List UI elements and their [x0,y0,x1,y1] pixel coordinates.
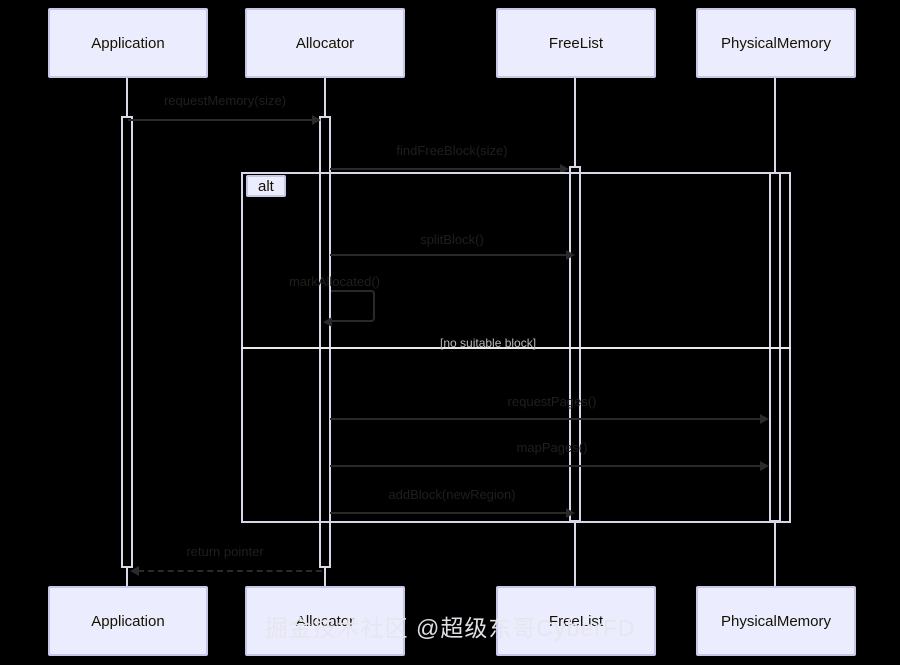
activation-bar-application [121,116,133,568]
message-arrowhead-m3 [566,250,575,260]
message-line-m8 [138,570,322,572]
participant-label: FreeList [548,34,604,52]
message-label-m1: requestMemory(size) [163,93,287,108]
message-arrowhead-m4 [323,317,332,327]
message-arrowhead-m7 [566,508,575,518]
participant-box-allocator-bottom[interactable]: Allocator [245,586,405,656]
participant-box-application-top[interactable]: Application [48,8,208,78]
message-label-m2: findFreeBlock(size) [396,143,508,158]
alt-fragment-else-divider [241,347,791,349]
activation-bar-allocator [319,116,331,568]
participant-box-physicalmemory-bottom[interactable]: PhysicalMemory [696,586,856,656]
message-label-m3: splitBlock() [420,232,484,247]
participant-label: Application [91,612,165,630]
participant-box-physicalmemory-top[interactable]: PhysicalMemory [696,8,856,78]
message-label-m4: markAllocated() [288,274,380,289]
message-label-m5: requestPages() [507,394,597,409]
participant-label: Application [91,34,165,52]
message-line-m2 [330,168,562,170]
message-line-m1 [128,119,314,121]
participant-box-application-bottom[interactable]: Application [48,586,208,656]
alt-fragment-tab: alt [246,175,286,197]
participant-box-freelist-bottom[interactable]: FreeList [496,586,656,656]
participant-box-freelist-top[interactable]: FreeList [496,8,656,78]
message-line-m5 [330,418,762,420]
message-line-m3 [330,254,568,256]
participant-label: PhysicalMemory [720,612,832,630]
participant-label: Allocator [295,34,355,52]
message-label-m6: mapPages() [516,440,588,455]
message-arrowhead-m6 [760,461,769,471]
participant-label: Allocator [295,612,355,630]
participant-box-allocator-top[interactable]: Allocator [245,8,405,78]
watermark-text: 掘金技术社区 @超级东哥CyberFD [264,615,636,641]
message-label-m7: addBlock(newRegion) [388,487,516,502]
alt-fragment-tab-label: alt [258,177,274,195]
message-arrowhead-m1 [312,115,321,125]
message-arrowhead-m8 [130,566,139,576]
message-arrowhead-m5 [760,414,769,424]
message-self-loop-m4 [331,290,375,322]
message-line-m7 [330,512,568,514]
participant-label: FreeList [548,612,604,630]
participant-label: PhysicalMemory [720,34,832,52]
message-arrowhead-m2 [560,164,569,174]
message-line-m6 [330,465,762,467]
message-label-m8: return pointer [186,544,264,559]
alt-fragment-else-label: [no suitable block] [440,336,537,350]
